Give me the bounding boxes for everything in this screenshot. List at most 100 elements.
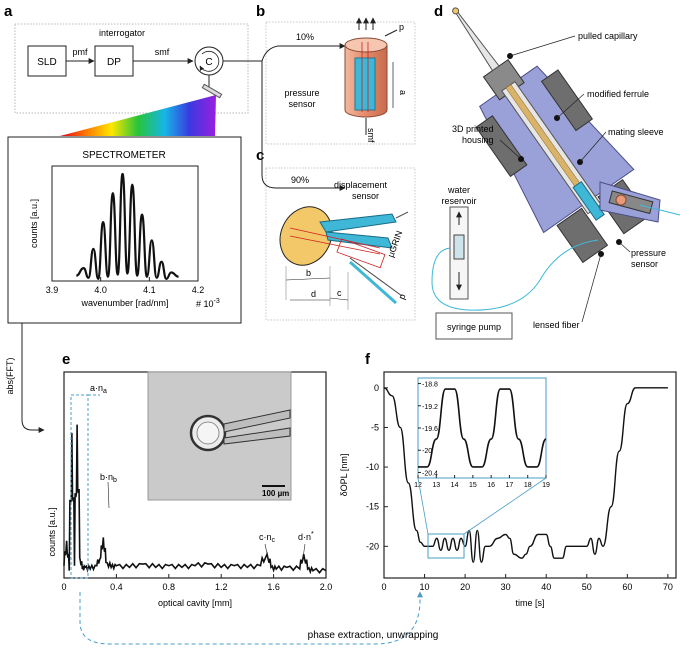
inset-ytick-label: -19.6	[422, 426, 438, 433]
smf-label: smf	[155, 47, 170, 57]
pulled-capillary-tube	[455, 11, 500, 72]
inset-series-line	[418, 388, 547, 468]
spectrum-xtick-label: 4.1	[143, 285, 156, 295]
grin-lens-2	[325, 231, 393, 249]
fft-xtick-label: 2.0	[320, 582, 333, 592]
circulator-label: C	[205, 57, 212, 68]
panel-c: c 90% displacement sensor µGRIN p b d c	[256, 61, 416, 321]
phase-label: phase extraction, unwrapping	[308, 630, 439, 641]
grin-lens	[319, 213, 397, 233]
opl-xlabel: time [s]	[515, 598, 544, 608]
water-tube	[431, 239, 599, 311]
dim-b	[285, 277, 331, 281]
opl-xtick-label: 40	[541, 582, 551, 592]
housing-cap-right	[540, 69, 594, 132]
b-label: b	[306, 268, 311, 278]
split-b-arrow	[261, 43, 346, 62]
fft-xtick-label: 1.6	[267, 582, 280, 592]
inset-xtick-label: 16	[487, 482, 495, 489]
peak-d-label: d·n*	[298, 531, 314, 542]
inset-ytick-label: -20.4	[422, 470, 438, 477]
zoom-line-right	[463, 477, 547, 535]
panel-f-label: f	[365, 351, 371, 368]
pressure-cylinder-top	[344, 37, 388, 53]
water-label-1: water	[447, 185, 470, 195]
panel-b: b 10% p a smf pressure sensor	[256, 3, 416, 145]
beam-lines	[361, 42, 369, 112]
fft-arrow	[21, 419, 45, 433]
leader-capillary	[509, 35, 576, 57]
fft-xtick-label: 0.8	[163, 582, 176, 592]
panel-d-label: d	[434, 3, 443, 20]
leader-ferrule	[556, 93, 585, 119]
syringe-pump-box	[435, 312, 513, 340]
mating-sleeve-label: mating sleeve	[608, 127, 664, 137]
housing-base-left	[556, 207, 609, 264]
fft-xtick-label: 0	[61, 582, 66, 592]
fiber-out	[395, 211, 409, 219]
smf-label-b: smf	[366, 128, 376, 143]
pressure-sensor-icon	[615, 194, 627, 206]
lensed-fiber-label: lensed fiber	[533, 320, 580, 330]
capillary-upper	[223, 409, 291, 433]
housing-label-2: housing	[462, 135, 494, 145]
fiber-c-lower-core	[349, 260, 397, 305]
fiber-c-lower	[349, 257, 403, 297]
syringe-plunger	[453, 234, 465, 260]
zoom-box-f	[427, 533, 465, 559]
water-label-2: reservoir	[441, 196, 476, 206]
syringe-pump-label: syringe pump	[447, 322, 501, 332]
capillary-bubble-inner-icon	[196, 421, 220, 445]
panel-a-label: a	[4, 3, 13, 20]
grating-icon	[201, 83, 223, 99]
sld-box	[27, 45, 67, 77]
fft-ylabel: counts [a.u.]	[47, 507, 57, 556]
split-b-label: 10%	[296, 32, 314, 42]
inset-ytick-label: -19.2	[422, 404, 438, 411]
side-fiber-cyan	[639, 204, 681, 216]
beam-c	[289, 227, 381, 255]
opl-xtick-label: 60	[622, 582, 632, 592]
peak-c-label: c·nc	[259, 532, 276, 544]
opl-frame	[383, 371, 677, 579]
inset-xtick-label: 17	[506, 482, 514, 489]
fft-series-line	[63, 424, 327, 575]
opl-ytick-label: -5	[371, 422, 379, 432]
capillary-lower	[223, 427, 291, 445]
housing-cap-left	[475, 115, 528, 178]
opl-xtick-label: 30	[501, 582, 511, 592]
reflector-disk	[279, 206, 333, 266]
spectrometer-title: SPECTROMETER	[82, 150, 165, 161]
panel-b-box	[265, 21, 416, 145]
p-label-c: p	[396, 293, 407, 301]
panel-b-label: b	[256, 3, 265, 20]
modified-ferrule-label: modified ferrule	[587, 89, 649, 99]
fft-xtick-label: 1.2	[215, 582, 228, 592]
opl-xtick-label: 20	[460, 582, 470, 592]
spectrum-series-line	[76, 172, 179, 280]
peak-d-pointer	[302, 543, 306, 559]
circulator-arrow-icon	[199, 50, 220, 72]
spectrum-multiplier: # 10-3	[196, 298, 220, 309]
spectrum-xtick-label: 3.9	[46, 285, 59, 295]
interrogator-label: interrogator	[99, 28, 145, 38]
leader-sleeve	[579, 131, 607, 163]
spectrum-frame	[51, 165, 199, 282]
inset-xtick-label: 13	[432, 482, 440, 489]
fiber-ferrule	[354, 57, 376, 111]
panel-d: d pulled capillary modified ferrule	[431, 3, 681, 340]
fft-xlabel: optical cavity [mm]	[158, 598, 232, 608]
housing-label-1: 3D printed	[452, 124, 494, 134]
peak-c-pointer	[264, 543, 269, 559]
scalebar-label: 100 µm	[262, 489, 289, 498]
split-c-label: 90%	[291, 175, 309, 185]
zoom-line-left	[417, 477, 429, 535]
pressure-sensor-label-1: pressure	[631, 248, 666, 258]
displacement-label-1: displacement	[334, 180, 388, 190]
peak-b-pointer	[107, 481, 110, 509]
